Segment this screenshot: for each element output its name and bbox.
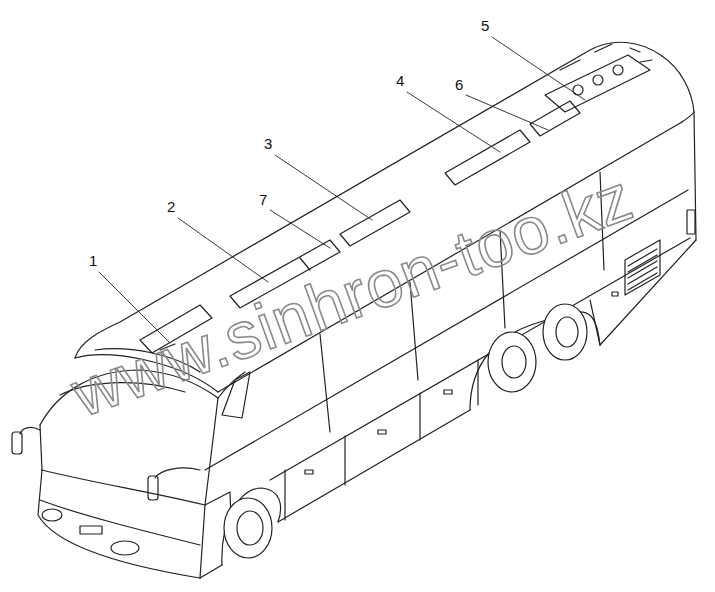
wheel [543, 304, 587, 360]
hub [237, 511, 263, 545]
wheel-arch [222, 488, 281, 565]
headlight [42, 509, 62, 521]
leader-line [466, 95, 548, 130]
callout-number: 7 [258, 192, 268, 207]
roof-vent [560, 44, 652, 70]
wheel [224, 498, 272, 558]
door-handle [444, 390, 452, 394]
side-bottom [200, 565, 222, 578]
door-handle [378, 430, 386, 434]
headlight [111, 541, 139, 555]
hub [502, 346, 526, 378]
leader-line [275, 155, 372, 220]
side-bottom [600, 240, 696, 345]
luggage-door [285, 360, 478, 520]
leader-line [178, 218, 268, 282]
side-edge [200, 398, 218, 578]
watermark: www.sinhron-too.kz [63, 163, 640, 427]
callout-number: 6 [454, 77, 464, 92]
roof-panel [300, 258, 310, 270]
leader-line [270, 210, 330, 248]
wheel [488, 332, 536, 392]
door-handle [305, 470, 313, 474]
side-window [222, 372, 250, 418]
grille [628, 249, 657, 290]
roof-panel [445, 130, 530, 185]
callout-number: 3 [263, 136, 273, 151]
leader-line [492, 37, 585, 100]
ac-fan [573, 85, 583, 95]
front-face [38, 470, 200, 578]
rear-edge [662, 56, 696, 240]
mirror [12, 432, 22, 454]
rear-edge [682, 112, 694, 122]
roof-panel [530, 101, 580, 136]
hub [556, 317, 578, 347]
rear-light [687, 210, 695, 234]
side-bottom [278, 410, 470, 522]
windshield [42, 470, 205, 505]
callout-number: 4 [395, 73, 405, 88]
window-pillar [320, 334, 330, 432]
callout-number: 2 [166, 199, 176, 214]
grille [625, 240, 660, 295]
windshield [40, 425, 42, 470]
badge [80, 526, 102, 534]
mirror-arm [155, 468, 200, 478]
door-handle [612, 292, 618, 296]
leader-line [407, 92, 500, 152]
callout-number: 5 [480, 18, 490, 33]
callout-number: 1 [88, 253, 98, 268]
mirror [148, 476, 158, 500]
roof-panel [340, 200, 410, 246]
mirror-arm [20, 427, 40, 434]
bumper [40, 500, 200, 545]
ac-fan [593, 75, 603, 85]
ac-fan [613, 65, 623, 75]
